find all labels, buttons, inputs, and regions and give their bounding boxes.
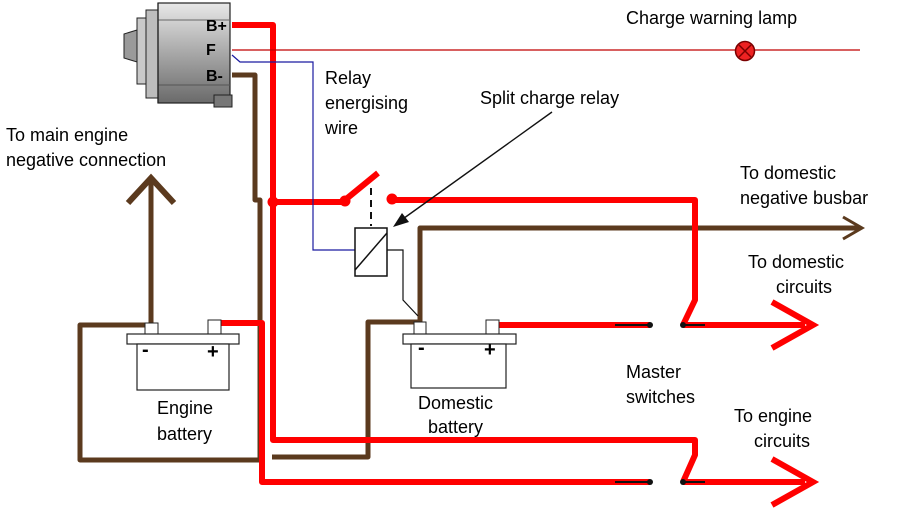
- domestic-battery-positive-sign: +: [484, 339, 496, 361]
- charge-warning-lamp-icon: [734, 40, 756, 62]
- domestic-circuits-label-line1: To domestic: [748, 252, 844, 272]
- junction-dot: [267, 196, 279, 208]
- main-negative-arrowhead: [125, 173, 177, 206]
- engine-to-domestic-negative-wire: [272, 319, 420, 460]
- alternator-terminal-f: F: [206, 42, 216, 59]
- domestic-negative-arrowhead: [842, 215, 865, 241]
- engine-battery-label-line1: Engine: [157, 398, 213, 418]
- relay-wire-label-line1: Relay: [325, 68, 371, 88]
- split-charge-relay-label: Split charge relay: [480, 88, 619, 108]
- relay-contact-dot: [386, 193, 398, 205]
- engine-positive-wire: [215, 320, 650, 485]
- relay-wire-label-line2: energising: [325, 93, 408, 113]
- split-relay-callout-arrow: [393, 111, 553, 227]
- alternator-icon: [123, 2, 233, 108]
- domestic-circuits-arrowhead: [770, 299, 820, 351]
- domestic-battery-icon: [402, 319, 517, 389]
- domestic-circuits-label-line2: circuits: [776, 277, 832, 297]
- engine-circuits-arrowhead: [770, 456, 820, 508]
- main-negative-label-line2: negative connection: [6, 150, 166, 170]
- switch-pivot: [647, 322, 653, 328]
- relay-coil-wire: [387, 249, 419, 317]
- split-charge-relay: [354, 188, 419, 317]
- domestic-negative-label-line2: negative busbar: [740, 188, 868, 208]
- engine-battery-negative-sign: -: [142, 339, 149, 361]
- relay-contact-dot: [339, 195, 351, 207]
- master-switches-label-line1: Master: [626, 362, 681, 382]
- domestic-battery-label-line1: Domestic: [418, 393, 493, 413]
- engine-circuits-label-line1: To engine: [734, 406, 812, 426]
- engine-battery-icon: [126, 319, 240, 391]
- junction-dots: [267, 193, 398, 208]
- charge-warning-lamp-label: Charge warning lamp: [626, 8, 797, 28]
- domestic-negative-busbar-wire: [417, 225, 860, 322]
- engine-battery-positive-sign: +: [207, 341, 219, 363]
- alternator-terminal-b-plus: B+: [206, 18, 227, 35]
- engine-battery-label-line2: battery: [157, 424, 212, 444]
- relay-output-wire: [392, 197, 698, 327]
- master-switches-label-line2: switches: [626, 387, 695, 407]
- relay-coil-diagonal: [354, 232, 388, 271]
- switch-pivot: [680, 322, 686, 328]
- alternator-output-wire: [232, 22, 698, 484]
- main-negative-label-line1: To main engine: [6, 125, 128, 145]
- domestic-battery-label-line2: battery: [428, 417, 483, 437]
- engine-circuits-label-line2: circuits: [754, 431, 810, 451]
- alternator-terminal-b-minus: B-: [206, 68, 223, 85]
- switch-pivot: [680, 479, 686, 485]
- master-switch-engine[interactable]: [615, 479, 705, 485]
- domestic-battery-negative-sign: -: [418, 337, 425, 359]
- switch-pivot: [647, 479, 653, 485]
- master-switch-domestic[interactable]: [615, 322, 705, 328]
- relay-wire-label-line3: wire: [324, 118, 358, 138]
- relay-contact-arm: [343, 170, 380, 203]
- relay-energising-wire: [231, 54, 355, 251]
- domestic-negative-label-line1: To domestic: [740, 163, 836, 183]
